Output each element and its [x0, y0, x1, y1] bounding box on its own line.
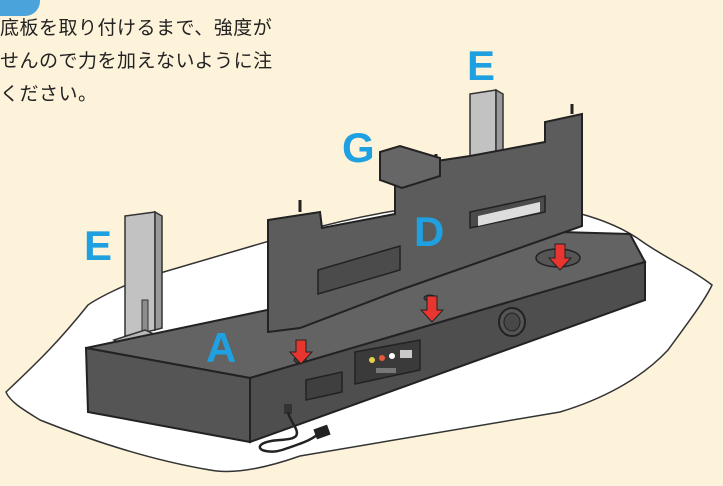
note-tab: [0, 0, 40, 16]
power-socket: [284, 404, 292, 414]
part-label-e-right: E: [467, 42, 495, 89]
input-ports: [369, 350, 412, 373]
part-label-d: D: [414, 208, 444, 255]
part-label-e-left: E: [84, 222, 112, 269]
top-panel: [379, 144, 441, 190]
power-cord-icon: [258, 411, 331, 453]
instruction-note: 底板を取り付けるまで、強度が せんので力を加えないように注 ください。: [0, 12, 370, 111]
base-cabinet: [84, 230, 647, 444]
part-label-a: A: [206, 324, 236, 371]
down-arrow-icon: [288, 243, 573, 365]
part-label-g: G: [342, 124, 375, 171]
instruction-line-2: せんので力を加えないように注: [0, 50, 273, 72]
back-panel: [267, 104, 583, 334]
instruction-line-3: ください。: [0, 83, 98, 105]
instruction-line-1: 底板を取り付けるまで、強度が: [0, 17, 273, 39]
